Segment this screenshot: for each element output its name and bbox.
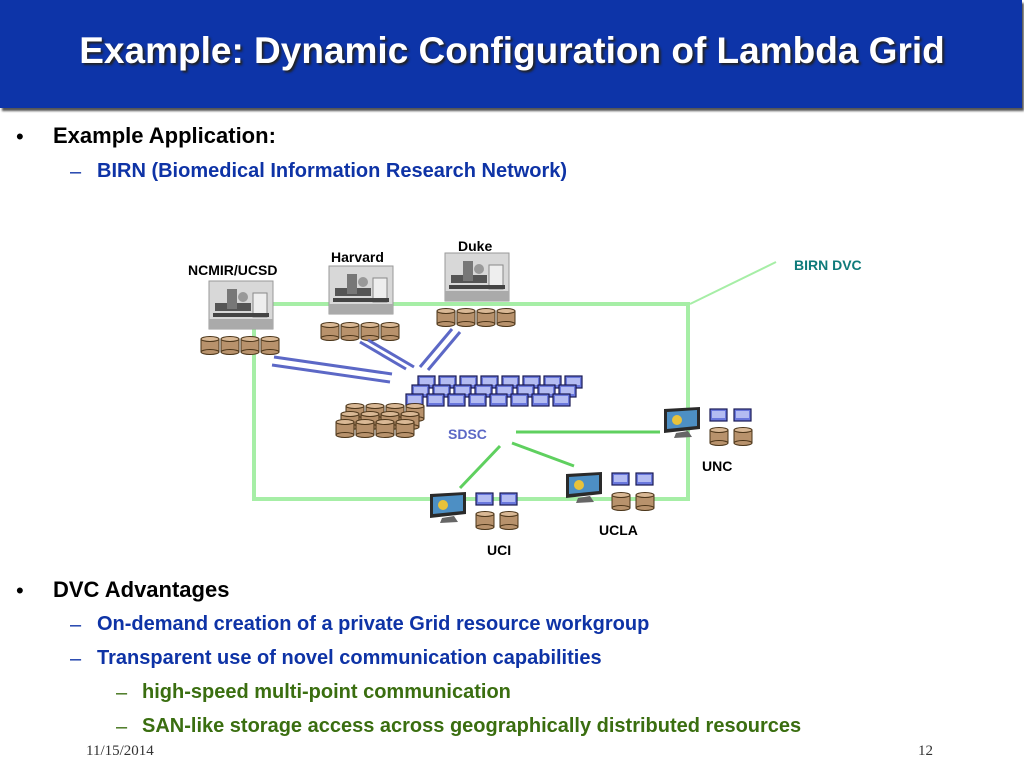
dvc-boundary bbox=[252, 302, 690, 501]
title-bar bbox=[0, 0, 1022, 108]
dvc-pointer-line bbox=[689, 261, 777, 305]
slide-title: Example: Dynamic Configuration of Lambda… bbox=[79, 30, 945, 71]
ncmir-storage-icon bbox=[200, 336, 280, 355]
birn-dvc-label: BIRN DVC bbox=[794, 257, 862, 273]
ncmir-label: NCMIR/UCSD bbox=[188, 262, 277, 278]
sdsc-label: SDSC bbox=[448, 426, 487, 442]
dash-marker: – bbox=[70, 161, 82, 183]
dvc-advantages-heading: DVC Advantages bbox=[53, 577, 230, 602]
uci-workstation-icon bbox=[430, 492, 466, 523]
bullet-dot: • bbox=[16, 578, 24, 603]
ucla-storage-icon bbox=[611, 492, 655, 511]
page-number: 12 bbox=[918, 743, 933, 759]
unc-storage-icon bbox=[709, 427, 753, 446]
example-application-heading: Example Application: bbox=[53, 123, 276, 148]
duke-storage-icon bbox=[436, 308, 516, 327]
lambda-links bbox=[271, 328, 462, 384]
birn-item: BIRN (Biomedical Information Research Ne… bbox=[97, 160, 568, 182]
unc-cpu-icon bbox=[709, 408, 752, 422]
dash-marker: – bbox=[70, 648, 82, 670]
dash-marker: – bbox=[70, 614, 82, 636]
harvard-storage-icon bbox=[320, 322, 400, 341]
unc-label: UNC bbox=[702, 458, 732, 474]
dash-marker: – bbox=[116, 682, 128, 704]
ucla-label: UCLA bbox=[599, 522, 638, 538]
advantage-item-2: Transparent use of novel communication c… bbox=[97, 647, 602, 669]
advantage-item-1: On-demand creation of a private Grid res… bbox=[97, 613, 650, 635]
unc-workstation-icon bbox=[664, 407, 700, 438]
duke-label: Duke bbox=[458, 238, 492, 254]
ucla-cpu-icon bbox=[611, 472, 654, 486]
harvard-microscope-icon bbox=[328, 265, 394, 315]
sdsc-links bbox=[458, 430, 660, 490]
advantage-subitem-1: high-speed multi-point communication bbox=[142, 681, 511, 703]
advantage-subitem-2: SAN-like storage access across geographi… bbox=[142, 715, 802, 737]
harvard-label: Harvard bbox=[331, 249, 384, 265]
uci-label: UCI bbox=[487, 542, 511, 558]
bullet-dot: • bbox=[16, 124, 24, 149]
dash-marker: – bbox=[116, 716, 128, 738]
duke-microscope-icon bbox=[444, 252, 510, 302]
uci-storage-icon bbox=[475, 511, 519, 530]
footer-date: 11/15/2014 bbox=[86, 743, 154, 759]
ncmir-microscope-icon bbox=[208, 280, 274, 330]
